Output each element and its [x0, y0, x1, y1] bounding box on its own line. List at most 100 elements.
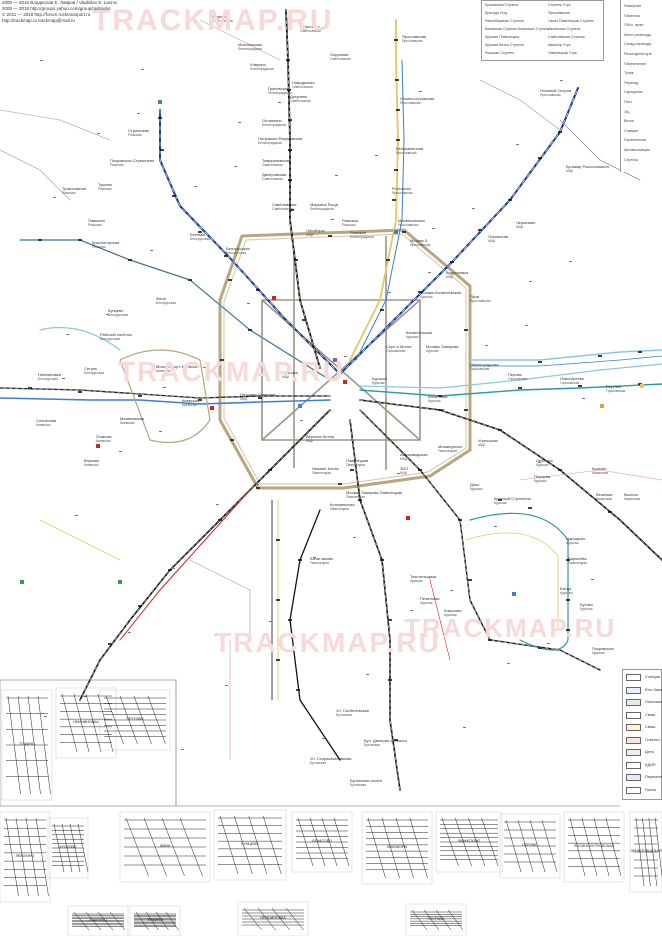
station-line-name: Ярославская [392, 191, 413, 195]
station-line-name: Курская [426, 349, 439, 353]
signal-marker [525, 325, 528, 326]
station-line-name: Курская [592, 651, 605, 655]
station-block-marker [394, 169, 398, 171]
station-block-marker [288, 149, 292, 151]
station-name: Царицыно [566, 536, 586, 541]
station-block-marker [172, 195, 176, 197]
legend-symbol-label: Пересечение [624, 61, 647, 66]
station-name: Курская [372, 376, 387, 381]
station-line-name: Ленинградская [238, 47, 262, 51]
station-block-marker [566, 629, 570, 631]
station-line-name: МЦК [446, 275, 453, 279]
station-block-marker [388, 619, 392, 621]
station-line-name: Ярославская [540, 93, 561, 97]
station-name: Бирюлёво [568, 556, 588, 561]
station-block-marker [538, 157, 542, 159]
signal-marker [269, 621, 272, 622]
station-block-marker [598, 355, 602, 357]
signal-marker [97, 133, 100, 134]
legend-symbol-label: Переход [624, 80, 639, 85]
signal-marker [463, 727, 466, 728]
legend-swatch [626, 674, 641, 681]
station-line-name: Павелецкая [312, 471, 331, 475]
legend-symbol-label: Ветка [624, 119, 634, 124]
station-name: Угрешская [478, 438, 498, 443]
station-line-name: Бутовская [310, 761, 326, 765]
legend-type-label: Юго-Запад [645, 687, 662, 692]
station-block-marker [464, 409, 468, 411]
signal-marker [591, 579, 594, 580]
station-name: Лосиноостровская [400, 96, 434, 101]
station-name: Депо [470, 482, 480, 487]
legend-symbol-label: Место разъезда [624, 32, 651, 37]
signal-marker [181, 749, 184, 750]
station-line-name: Горьковская [470, 367, 489, 371]
credits-block: 2000 — 2018 Владислав Е. Лавров / Vladis… [2, 0, 117, 24]
station-name: Трикотажная [62, 186, 86, 191]
station-name: Ярославская [402, 34, 426, 39]
signal-marker [75, 515, 78, 516]
station-line-name: Белорусская [38, 377, 58, 381]
signal-marker [141, 69, 144, 70]
station-block-marker [108, 643, 112, 645]
station-name: Грачёвская [268, 86, 289, 91]
signal-marker [119, 451, 122, 452]
station-block-marker [358, 499, 362, 501]
station-name: Киевская [182, 398, 199, 403]
station-name: Москва-Товарная-Павелецкая [346, 490, 402, 495]
track-diagram: ФИЛИ [119, 811, 211, 883]
diagram-title: ХОВРИНО [89, 918, 107, 922]
station-block-marker [78, 391, 82, 393]
diagram-title: ЛОСИНООСТРОВСКАЯ [574, 844, 615, 848]
legend-entry: Оксиз Павелецкая Ступень [548, 19, 594, 23]
station-line-name: Горьковская [606, 389, 625, 393]
diagram-title: ТУШИНО [19, 742, 35, 746]
diagram-title: ЛИХОБОРЫ [387, 845, 408, 849]
legend-swatch [626, 699, 641, 706]
station-block-marker [168, 569, 172, 571]
station-line-name: Павелецкая [346, 495, 365, 499]
station-line-name: Ленинградская [250, 67, 274, 71]
track-diagram: НЕМЧИНОВКА [55, 687, 117, 759]
station-block-marker [338, 483, 342, 485]
station-name: Покровское-Стрешнево [110, 158, 155, 163]
diagram-title: КУНЦЕВО [241, 842, 258, 846]
station-name: Лосиный Остров [540, 88, 571, 93]
track-diagram: РЕУТОВО [405, 903, 467, 937]
legend-entry: Рижская Ступень [485, 51, 515, 55]
station-block-marker [198, 231, 202, 233]
legend-type-label: Станция [645, 675, 660, 679]
station-line-name: Савёловская [290, 99, 311, 103]
track-diagram: ХОВРИНО [67, 905, 129, 937]
station-name: Савёловская [272, 202, 296, 207]
station-name: Ул. Старокачаловская [310, 756, 351, 761]
station-name: ЗИЛ [400, 466, 408, 471]
station-line-name: Савёловская [272, 207, 293, 211]
station-block-marker [380, 309, 384, 311]
signal-marker [300, 420, 303, 421]
station-name: Немчиновка [38, 372, 62, 377]
signal-marker [84, 696, 87, 697]
station-block-marker [350, 469, 354, 471]
station-line-name: Ленинградская [262, 123, 286, 127]
station-line-name: Белорусская [226, 251, 246, 255]
station-name: Павшино [88, 218, 106, 223]
station-name: Дмитровская [262, 172, 286, 177]
